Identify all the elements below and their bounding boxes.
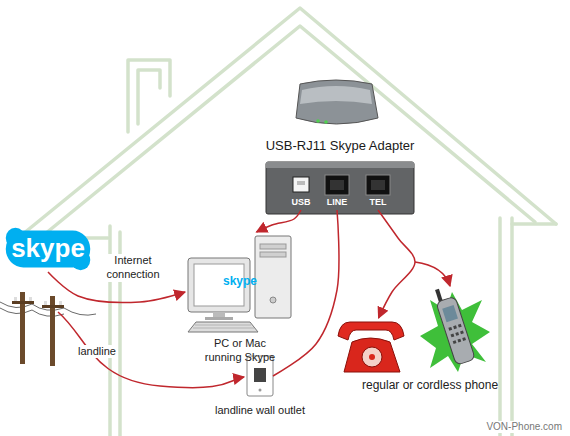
line-port: LINE	[322, 168, 352, 210]
cordless-phone	[420, 292, 490, 372]
device-label: USB-RJ11 Skype Adapter	[266, 138, 415, 154]
cordless-phone	[453, 340, 457, 344]
wall-outlet-node: landline wall outlet	[247, 356, 273, 396]
adapter-device	[300, 86, 372, 104]
utility-poles	[42, 305, 64, 308]
computer-illustration	[260, 252, 286, 257]
cordless-phone	[453, 325, 457, 329]
device-label: PC or Mac running Skype	[198, 336, 283, 365]
watermark: VON-Phone.com	[484, 421, 564, 433]
port-panel	[266, 162, 414, 214]
wire-label: landline	[76, 345, 118, 358]
device-label: regular or cordless phone	[362, 378, 498, 392]
screen-logo-text: skype	[223, 274, 257, 288]
house-outline	[128, 60, 170, 132]
port-panel	[266, 162, 414, 168]
adapter-node: USB-RJ11 Skype AdapterUSB LINE TEL	[262, 72, 418, 218]
logo-cloud	[6, 231, 90, 268]
house-outline	[498, 218, 502, 436]
utility-poles	[12, 301, 34, 304]
cordless-phone	[436, 296, 475, 365]
cordless-phone	[460, 330, 464, 334]
computer-illustration	[255, 236, 291, 318]
computer-illustration	[193, 325, 254, 328]
usb-port: USB	[286, 168, 316, 210]
house-outline	[138, 70, 160, 124]
landline-wire	[58, 312, 244, 388]
computer-node: skypePC or Mac running Skype	[185, 232, 295, 332]
port-panel	[330, 180, 344, 190]
port-label: TEL	[370, 197, 387, 208]
cable-connector	[273, 210, 339, 376]
utility-poles	[29, 297, 32, 301]
adapter-device	[296, 80, 378, 124]
cordless-phone	[451, 334, 455, 338]
skype-logo: skype	[4, 226, 92, 272]
cable-connector	[257, 210, 302, 232]
adapter-device	[296, 80, 378, 124]
logo-text: skype	[11, 233, 85, 264]
computer-illustration	[260, 244, 286, 249]
port-panel	[371, 180, 385, 190]
house-outline	[512, 222, 556, 226]
cordless-phone	[457, 339, 461, 343]
rotary-phone	[344, 338, 400, 372]
port-label: USB	[291, 197, 310, 208]
utility-poles	[14, 297, 17, 301]
wall-outlet	[254, 368, 266, 382]
cordless-phone	[455, 332, 459, 336]
cordless-phone	[420, 285, 490, 372]
phones-node: regular or cordless phone	[336, 318, 478, 374]
cordless-phone	[458, 324, 462, 328]
cordless-phone	[432, 285, 475, 365]
rotary-phone	[338, 322, 404, 340]
tel-branch-wire	[415, 262, 450, 286]
connection-label: Internet connection	[100, 254, 166, 282]
cordless-phone	[462, 337, 466, 341]
rotary-phone	[338, 322, 404, 372]
port-panel	[266, 162, 414, 214]
computer-illustration	[205, 317, 233, 320]
cordless-phone	[448, 327, 452, 331]
cordless-phone	[442, 305, 458, 322]
cable-connector	[378, 210, 415, 318]
computer-illustration	[188, 322, 258, 332]
rotary-phone	[369, 354, 375, 360]
port-panel	[366, 175, 390, 195]
computer-illustration	[270, 297, 276, 303]
tel-port: TEL	[363, 168, 393, 210]
house-outline	[510, 218, 514, 436]
adapter-device	[316, 119, 320, 123]
house-outline	[40, 26, 535, 238]
utility-poles	[59, 301, 62, 305]
house-outline	[18, 8, 556, 436]
device-label: landline wall outlet	[215, 404, 305, 417]
port-panel	[297, 181, 305, 185]
wall-outlet	[259, 389, 262, 392]
adapter-device	[324, 120, 328, 124]
tel-branch-wire	[415, 262, 450, 286]
rotary-phone	[362, 347, 382, 367]
port-panel	[325, 175, 349, 195]
house-outline	[18, 8, 556, 238]
port-panel	[293, 177, 309, 192]
port-label: LINE	[327, 197, 348, 208]
computer-illustration	[188, 236, 291, 332]
landline-wire	[58, 312, 244, 388]
utility-poles	[44, 301, 47, 305]
